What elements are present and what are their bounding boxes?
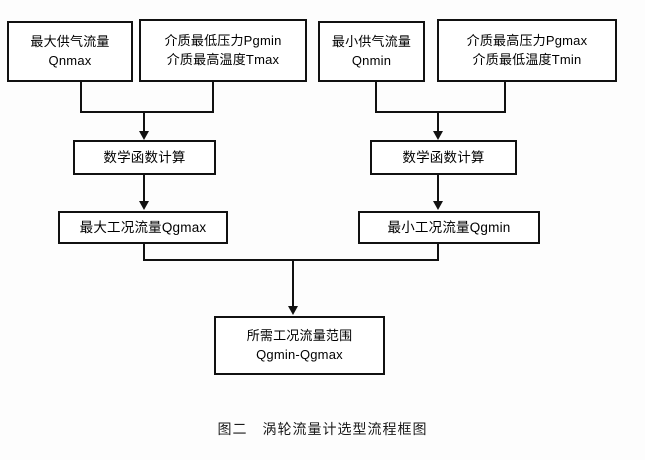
node-calc-right-label: 数学函数计算 xyxy=(402,149,485,165)
connector-left-merge-bar xyxy=(80,111,214,113)
node-input-max-pressure-min-temp-line1: 介质最高压力Pgmax xyxy=(466,32,588,48)
node-input-min-flow: 最小供气流量 Qnmin xyxy=(318,21,425,82)
node-final-range-line2: Qgmin-Qgmax xyxy=(256,346,343,362)
node-input-min-pressure-max-temp-line1: 介质最低压力Pgmin xyxy=(164,32,282,48)
arrowhead-right-to-calc xyxy=(433,131,443,140)
connector-calc-right-to-result xyxy=(437,175,439,202)
node-result-max-flow: 最大工况流量Qgmax xyxy=(58,211,228,244)
arrowhead-left-to-calc xyxy=(139,131,149,140)
node-input-max-flow: 最大供气流量 Qnmax xyxy=(7,21,133,82)
node-input-min-pressure-max-temp: 介质最低压力Pgmin 介质最高温度Tmax xyxy=(139,19,307,82)
node-input-max-flow-line2: Qnmax xyxy=(48,52,92,68)
connector-right-merge-bar xyxy=(375,111,506,113)
arrowhead-calc-left-to-result xyxy=(139,201,149,210)
node-input-min-pressure-max-temp-line2: 介质最高温度Tmax xyxy=(166,51,280,67)
arrowhead-final-range xyxy=(288,306,298,315)
connector-result-max-drop xyxy=(143,244,145,261)
node-calc-right: 数学函数计算 xyxy=(370,140,517,175)
connector-right-to-calc-stem xyxy=(437,111,439,132)
node-input-min-flow-line2: Qnmin xyxy=(351,52,392,68)
node-input-max-flow-line1: 最大供气流量 xyxy=(30,33,110,49)
node-calc-left-label: 数学函数计算 xyxy=(103,149,186,165)
connector-left-to-calc-stem xyxy=(143,111,145,132)
connector-calc-left-to-result xyxy=(143,175,145,202)
node-final-range-line1: 所需工况流量范围 xyxy=(246,327,353,343)
arrowhead-calc-right-to-result xyxy=(433,201,443,210)
node-final-range: 所需工况流量范围 Qgmin-Qgmax xyxy=(214,316,385,375)
node-result-max-flow-label: 最大工况流量Qgmax xyxy=(79,219,207,235)
node-input-max-pressure-min-temp: 介质最高压力Pgmax 介质最低温度Tmin xyxy=(437,19,617,82)
node-input-min-flow-line1: 最小供气流量 xyxy=(331,33,412,49)
node-result-min-flow: 最小工况流量Qgmin xyxy=(358,211,540,244)
connector-final-stem xyxy=(292,259,294,307)
connector-right-drop-from-min-flow xyxy=(375,82,377,113)
node-input-max-pressure-min-temp-line2: 介质最低温度Tmin xyxy=(472,51,582,67)
connector-right-drop-from-pressure-temp xyxy=(504,82,506,113)
connector-left-drop-from-pressure-temp xyxy=(212,82,214,113)
node-result-min-flow-label: 最小工况流量Qgmin xyxy=(387,219,511,235)
figure-caption: 图二 涡轮流量计选型流程框图 xyxy=(217,421,428,437)
connector-result-min-drop xyxy=(437,244,439,261)
connector-final-merge-bar xyxy=(143,259,439,261)
connector-left-drop-from-max-flow xyxy=(80,82,82,113)
node-calc-left: 数学函数计算 xyxy=(73,140,216,175)
